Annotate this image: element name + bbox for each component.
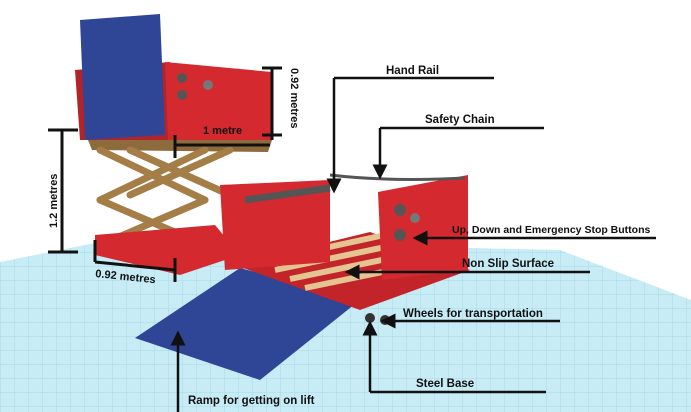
floor-grid <box>0 240 691 412</box>
dimension-lines <box>48 66 282 282</box>
label-ramp: Ramp for getting on lift <box>188 395 315 407</box>
scissor-mechanism <box>96 146 234 249</box>
label-safety-chain: Safety Chain <box>425 114 495 126</box>
label-steel-base: Steel Base <box>416 378 475 390</box>
ramp <box>135 268 360 380</box>
label-wheels: Wheels for transportation <box>403 308 543 320</box>
label-hand-rail: Hand Rail <box>386 65 440 77</box>
dim-lift-height: 1.2 metres <box>48 173 60 228</box>
leader-lines <box>170 76 656 412</box>
label-non-slip-surface: Non Slip Surface <box>462 258 555 270</box>
dim-top-height: 0.92 metres <box>288 68 300 129</box>
label-buttons: Up, Down and Emergency Stop Buttons <box>452 224 651 236</box>
dim-top-width: 1 metre <box>203 125 243 137</box>
lift-base <box>95 225 240 275</box>
elevated-platform <box>75 14 272 152</box>
